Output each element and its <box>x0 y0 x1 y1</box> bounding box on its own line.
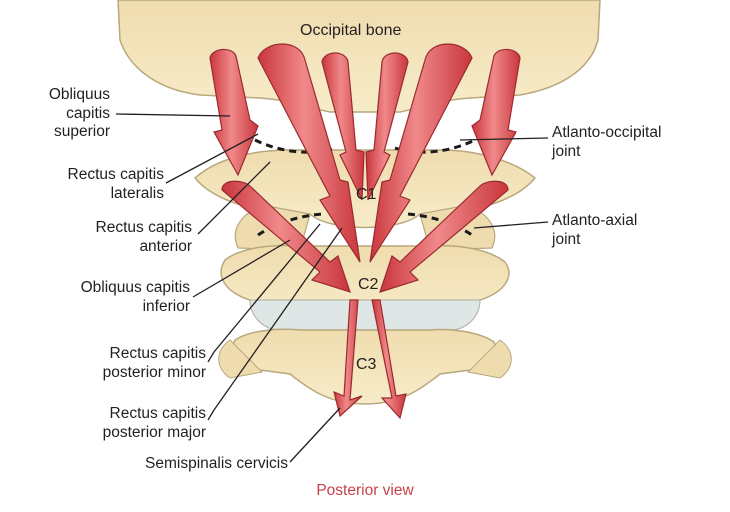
caption-posterior-view: Posterior view <box>316 482 414 499</box>
label-c3: C3 <box>356 356 377 373</box>
atlanto-occipital-joint-right <box>394 138 476 154</box>
muscle-obliquus-superior-right <box>471 48 521 177</box>
label-c2: C2 <box>358 276 379 293</box>
label-rectus-capitis-posterior-minor: Rectus capitis posterior minor <box>102 345 206 381</box>
leader-lines <box>115 113 549 463</box>
muscle-obliquus-superior-left <box>209 48 259 177</box>
muscles <box>209 43 521 420</box>
label-atlanto-axial-joint: Atlanto-axial joint <box>552 212 638 248</box>
atlanto-axial-joint-left <box>257 212 323 237</box>
label-rectus-capitis-posterior-major: Rectus capitis posterior major <box>102 405 206 441</box>
atlanto-axial-joint-right <box>407 212 473 237</box>
label-c1: C1 <box>356 186 377 203</box>
occipital-bone <box>117 0 601 113</box>
c3-lateral-left <box>218 339 264 379</box>
muscle-rectus-posterior-minor-left <box>321 52 365 201</box>
label-obliquus-capitis-superior: Obliquus capitis superior <box>48 86 110 140</box>
muscle-semispinalis-right <box>371 299 407 420</box>
muscle-rectus-posterior-major-right <box>369 43 473 263</box>
c3-lateral-right <box>466 339 512 379</box>
label-atlanto-occipital-joint: Atlanto-occipital joint <box>552 124 662 160</box>
label-obliquus-capitis-inferior: Obliquus capitis inferior <box>80 279 190 315</box>
label-semispinalis-cervicis: Semispinalis cervicis <box>145 455 288 472</box>
c3-vertebra <box>232 328 497 405</box>
label-rectus-capitis-lateralis: Rectus capitis lateralis <box>67 166 164 202</box>
muscle-rectus-posterior-minor-right <box>365 52 409 201</box>
label-rectus-capitis-anterior: Rectus capitis anterior <box>95 219 192 255</box>
muscle-semispinalis-left <box>333 299 363 418</box>
muscle-rectus-posterior-major-left <box>257 43 361 263</box>
muscle-obliquus-inferior-left <box>221 180 351 293</box>
c2-lower <box>249 299 481 331</box>
label-occipital-bone: Occipital bone <box>300 22 402 39</box>
muscle-obliquus-inferior-right <box>379 180 509 293</box>
